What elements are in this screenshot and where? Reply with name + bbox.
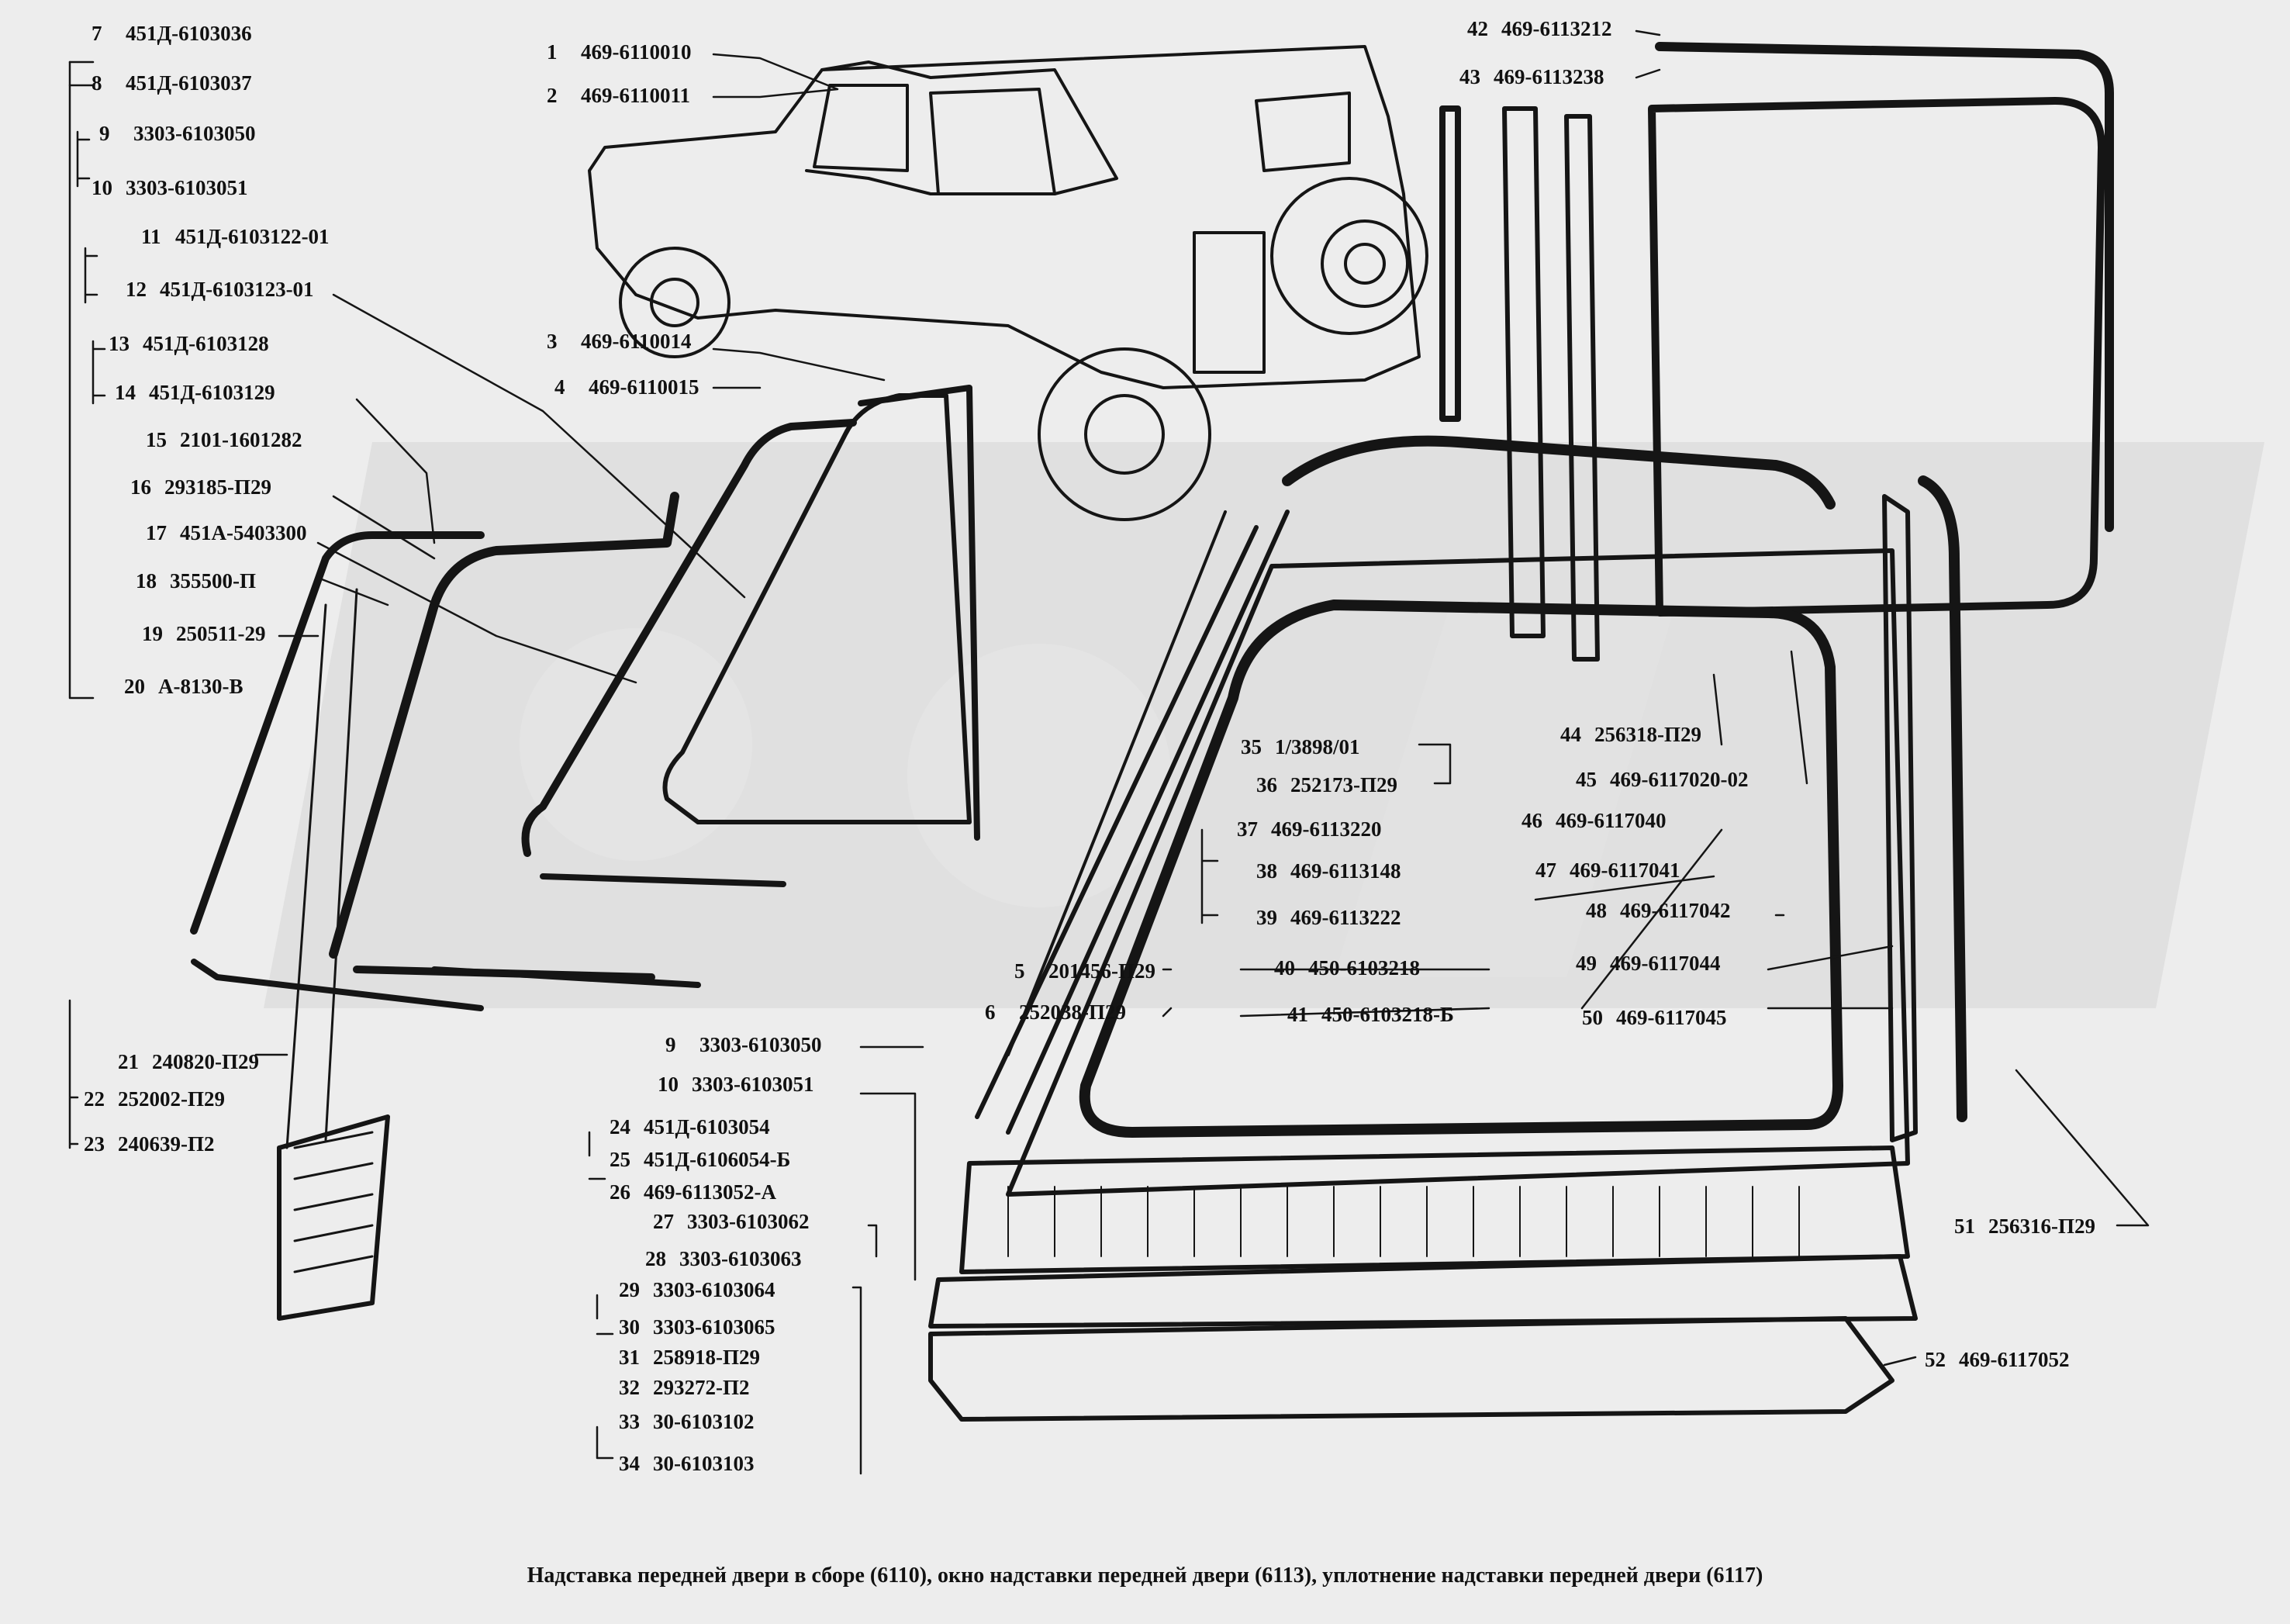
left-window-frames — [190, 385, 980, 1321]
diagram-caption: Надставка передней двери в сборе (6110),… — [527, 1564, 1763, 1588]
right-window-frames — [928, 42, 2114, 1422]
watermark — [264, 442, 2264, 1008]
leader-lines — [68, 29, 2150, 1475]
